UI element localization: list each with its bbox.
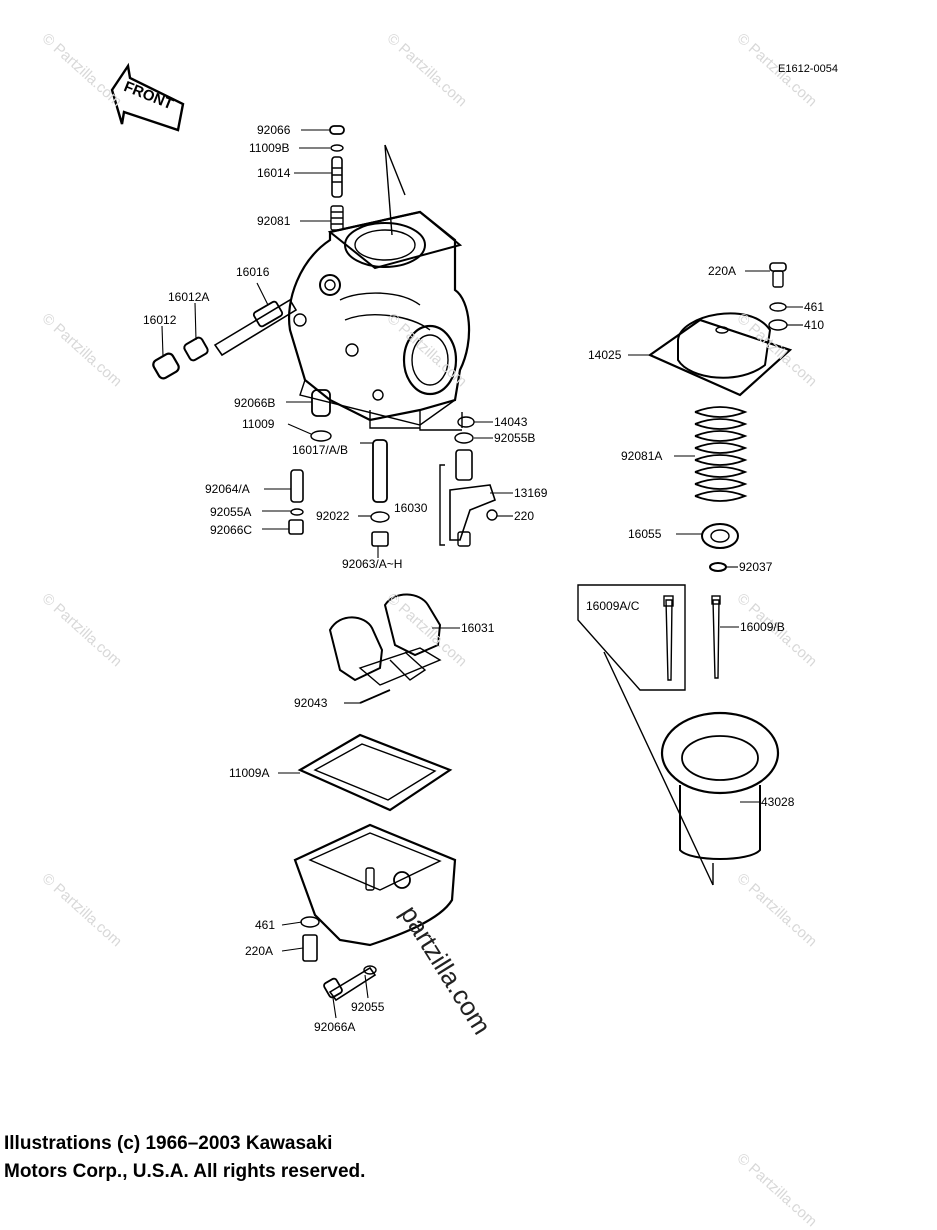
part-label[interactable]: 16012A (168, 290, 210, 304)
part-label[interactable]: 92081A (621, 449, 663, 463)
part-label[interactable]: 16031 (461, 621, 495, 635)
part-label[interactable]: 92055B (494, 431, 536, 445)
part-label[interactable]: 16055 (628, 527, 662, 541)
part-label[interactable]: 92066C (210, 523, 253, 537)
copyright-line-2: Motors Corp., U.S.A. All rights reserved… (4, 1161, 366, 1182)
front-arrow-icon (110, 62, 185, 132)
diagram-code: E1612-0054 (778, 63, 838, 75)
part-label[interactable]: 92066 (257, 123, 291, 137)
jet-parts (288, 389, 498, 547)
part-label[interactable]: 16030 (394, 501, 428, 515)
part-label[interactable]: 14025 (588, 348, 622, 362)
part-label[interactable]: 92055A (210, 505, 252, 519)
part-label[interactable]: 43028 (761, 795, 795, 809)
part-label[interactable]: 220 (514, 509, 535, 523)
part-label[interactable]: 92043 (294, 696, 328, 710)
spring (694, 406, 748, 502)
part-label[interactable]: 11009 (242, 417, 275, 431)
float-bowl-gasket (297, 733, 453, 812)
needle-box (577, 584, 721, 691)
part-label[interactable]: 92022 (316, 509, 350, 523)
part-label[interactable]: 92081 (257, 214, 291, 228)
part-label[interactable]: 461 (804, 300, 825, 314)
pilot-screw-parts (152, 125, 345, 380)
part-label[interactable]: 461 (255, 918, 276, 932)
part-label[interactable]: 11009A (229, 766, 270, 780)
part-label[interactable]: 92066B (234, 396, 276, 410)
leader-lines (161, 129, 803, 1019)
part-label[interactable]: 16016 (236, 265, 270, 279)
part-label[interactable]: 220A (245, 944, 274, 958)
part-label[interactable]: 92055 (351, 1000, 385, 1014)
part-label[interactable]: 410 (804, 318, 825, 332)
exploded-parts-diagram (110, 62, 803, 1019)
part-label[interactable]: 14043 (494, 415, 528, 429)
diaphragm-piston (660, 711, 780, 860)
copyright-line-1: Illustrations (c) 1966–2003 Kawasaki (4, 1133, 333, 1154)
part-label[interactable]: 11009B (249, 141, 290, 155)
part-label[interactable]: 13169 (514, 486, 548, 500)
part-label[interactable]: 92064/A (205, 482, 250, 496)
part-label[interactable]: 92063/A~H (342, 557, 403, 571)
spring-seat (701, 523, 739, 572)
carburetor-body (288, 210, 471, 426)
part-label[interactable]: 92037 (739, 560, 773, 574)
part-label[interactable]: 92066A (314, 1020, 356, 1034)
part-label[interactable]: 16017/A/B (292, 443, 349, 457)
part-label[interactable]: 16012 (143, 313, 177, 327)
float-bowl (293, 823, 457, 1002)
part-label[interactable]: 16014 (257, 166, 291, 180)
float-assembly (328, 593, 442, 704)
part-label[interactable]: 220A (708, 264, 737, 278)
vacuum-chamber-cover (647, 262, 793, 397)
part-label[interactable]: 16009/B (740, 620, 785, 634)
part-label[interactable]: 16009A/C (586, 599, 640, 613)
